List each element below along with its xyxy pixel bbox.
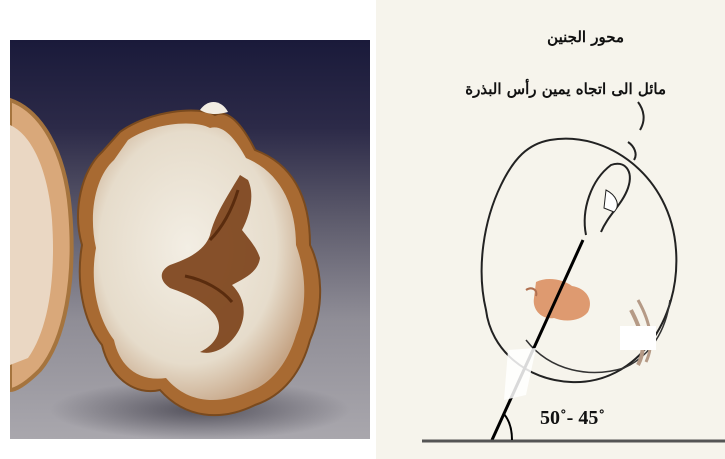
diagram-subtitle: مائل الى اتجاه يمين رأس البذرة: [465, 80, 666, 98]
seed-photo: [10, 40, 370, 439]
seed-photo-illustration: [10, 40, 370, 439]
diagram-title: محور الجنين: [547, 28, 624, 46]
angle-arc: [504, 414, 512, 440]
diagram-drawing: [376, 0, 725, 459]
embryo-axis-diagram: محور الجنين مائل الى اتجاه يمين رأس البذ…: [376, 0, 725, 459]
white-label-box: [620, 326, 656, 350]
angle-label: 50˚- 45˚: [540, 407, 605, 430]
